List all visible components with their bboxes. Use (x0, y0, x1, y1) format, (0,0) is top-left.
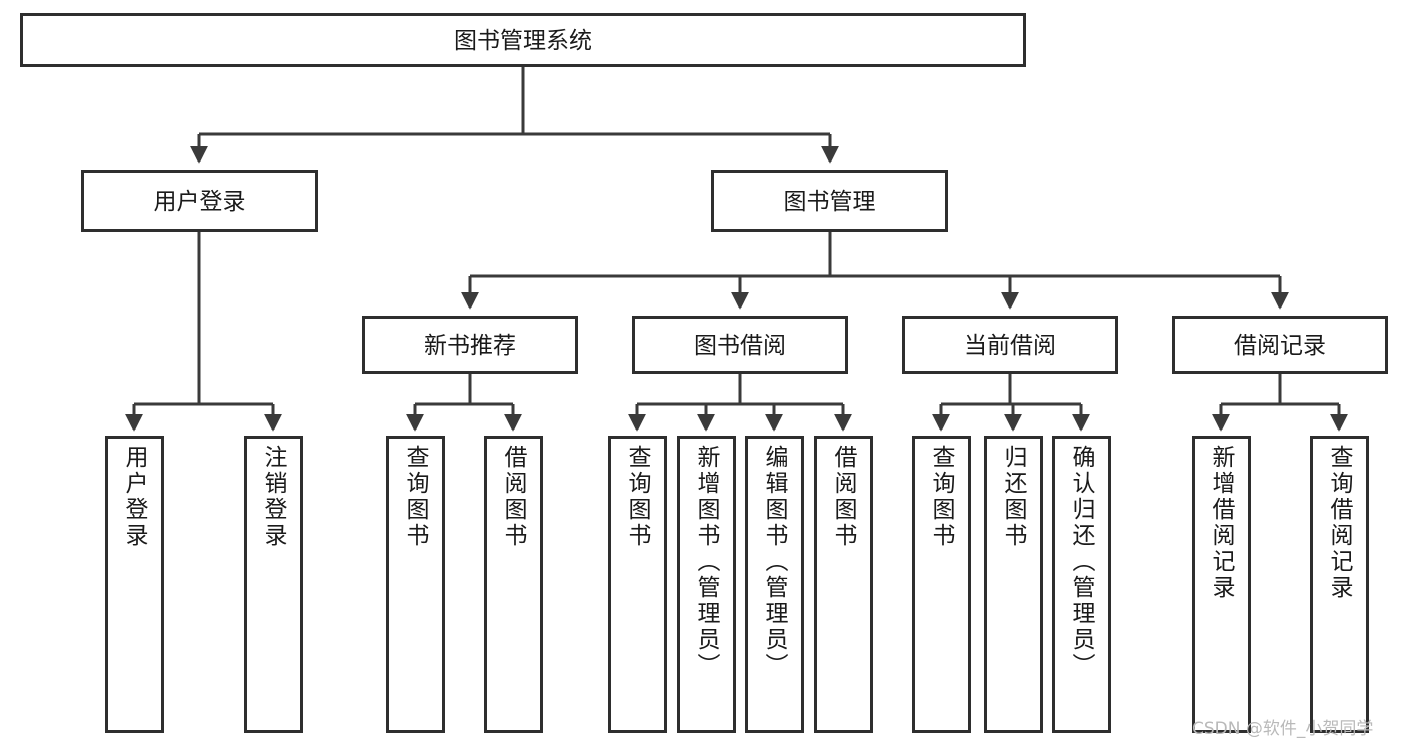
node-leaf-query-record-label: 查询借阅记录 (1327, 445, 1353, 601)
node-user-login[interactable]: 用户登录 (81, 170, 318, 232)
node-leaf-query-book-3-label: 查询图书 (929, 445, 955, 549)
node-root[interactable]: 图书管理系统 (20, 13, 1026, 67)
node-leaf-add-record-label: 新增借阅记录 (1209, 445, 1235, 601)
node-leaf-query-book-3[interactable]: 查询图书 (912, 436, 971, 733)
node-leaf-edit-book[interactable]: 编辑图书（管理员） (745, 436, 804, 733)
node-borrow-record[interactable]: 借阅记录 (1172, 316, 1388, 374)
node-leaf-query-record[interactable]: 查询借阅记录 (1310, 436, 1369, 733)
node-leaf-query-book-2[interactable]: 查询图书 (608, 436, 667, 733)
node-leaf-query-book-1[interactable]: 查询图书 (386, 436, 445, 733)
node-leaf-edit-book-label: 编辑图书（管理员） (762, 445, 788, 679)
node-leaf-logout-label: 注销登录 (261, 445, 287, 549)
node-leaf-return-book[interactable]: 归还图书 (984, 436, 1043, 733)
node-book-manage-label: 图书管理 (783, 187, 876, 214)
node-leaf-confirm-return-label: 确认归还（管理员） (1069, 445, 1095, 679)
node-book-borrow[interactable]: 图书借阅 (632, 316, 848, 374)
node-leaf-confirm-return[interactable]: 确认归还（管理员） (1052, 436, 1111, 733)
node-user-login-label: 用户登录 (153, 187, 246, 214)
node-leaf-borrow-book-1[interactable]: 借阅图书 (484, 436, 543, 733)
node-leaf-return-book-label: 归还图书 (1001, 445, 1027, 549)
node-leaf-user-login-label: 用户登录 (122, 445, 148, 549)
node-leaf-logout[interactable]: 注销登录 (244, 436, 303, 733)
watermark-text: CSDN @软件_小贺同学 (1192, 719, 1374, 739)
node-book-borrow-label: 图书借阅 (694, 331, 786, 358)
node-root-label: 图书管理系统 (454, 26, 592, 53)
node-book-manage[interactable]: 图书管理 (711, 170, 948, 232)
node-borrow-record-label: 借阅记录 (1234, 331, 1326, 358)
node-current-borrow[interactable]: 当前借阅 (902, 316, 1118, 374)
node-leaf-user-login[interactable]: 用户登录 (105, 436, 164, 733)
node-leaf-add-book-label: 新增图书（管理员） (694, 445, 720, 679)
node-leaf-query-book-1-label: 查询图书 (403, 445, 429, 549)
node-leaf-borrow-book-1-label: 借阅图书 (501, 445, 527, 549)
node-leaf-borrow-book-2[interactable]: 借阅图书 (814, 436, 873, 733)
node-new-book-rec-label: 新书推荐 (424, 331, 516, 358)
node-leaf-add-book[interactable]: 新增图书（管理员） (677, 436, 736, 733)
node-current-borrow-label: 当前借阅 (964, 331, 1056, 358)
node-leaf-borrow-book-2-label: 借阅图书 (831, 445, 857, 549)
node-new-book-rec[interactable]: 新书推荐 (362, 316, 578, 374)
node-leaf-query-book-2-label: 查询图书 (625, 445, 651, 549)
node-leaf-add-record[interactable]: 新增借阅记录 (1192, 436, 1251, 733)
